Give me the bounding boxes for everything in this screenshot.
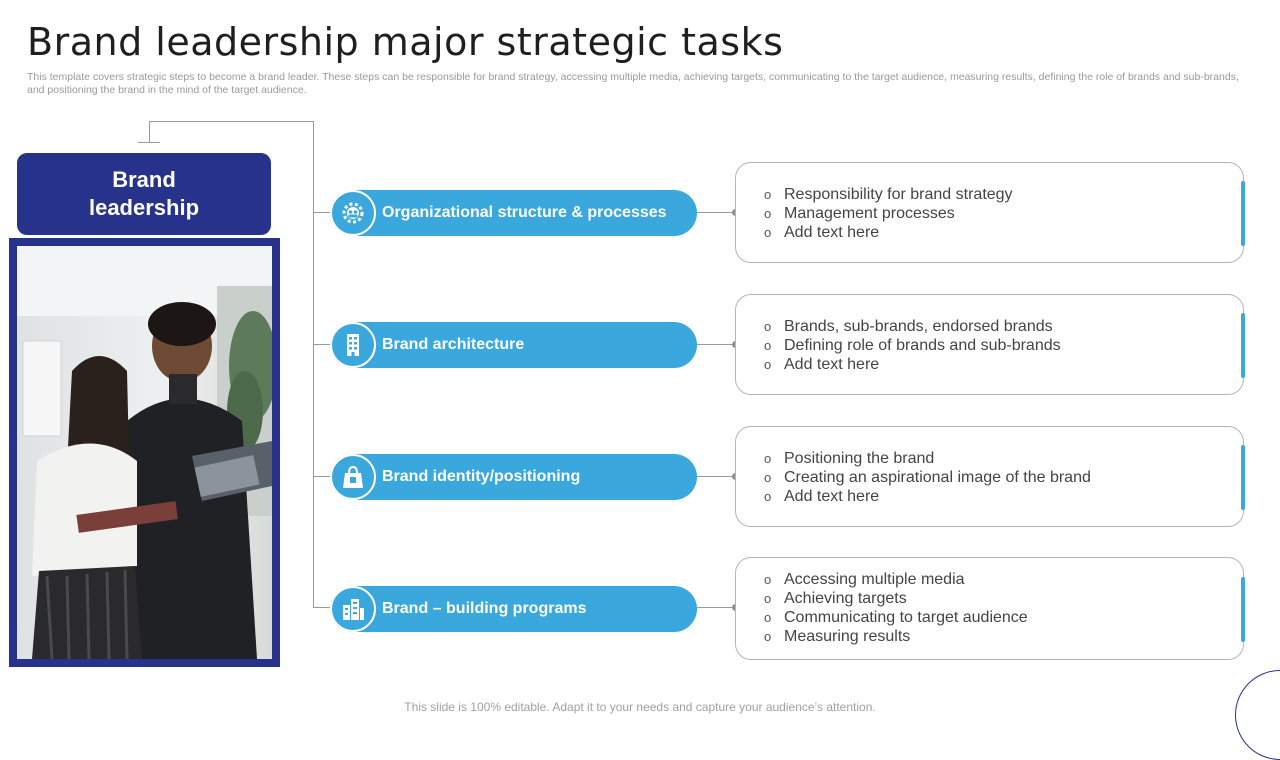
pill-card-link-2 [697,344,737,345]
connector-top-horizontal [149,121,313,122]
connector-top-tick [138,142,160,143]
task-label: Brand architecture [382,336,525,353]
gear-people-icon [330,190,376,236]
connector-branch-4 [313,607,333,608]
page-title: Brand leadership major strategic tasks [27,20,784,64]
card-accent-bar [1241,181,1245,246]
page-subtitle: This template covers strategic steps to … [27,71,1239,96]
brand-leadership-box: Brand leadership [17,153,271,235]
task-pill-organizational: Organizational structure & processes [330,190,697,236]
pill-card-link-3 [697,476,737,477]
building-icon [330,322,376,368]
city-buildings-icon [330,586,376,632]
task-pill-programs: Brand – building programs [330,586,697,632]
pill-card-link-4 [697,607,737,608]
footer-note: This slide is 100% editable. Adapt it to… [404,700,876,714]
task-pill-architecture: Brand architecture [330,322,697,368]
task-label: Brand identity/positioning [382,468,581,485]
brand-leadership-line1: Brand [112,167,176,192]
card-accent-bar [1241,445,1245,510]
photo-frame [9,238,280,667]
connector-top-stub [149,121,150,142]
card-accent-bar [1241,313,1245,378]
office-people-photo [17,246,272,659]
shopping-bag-icon [330,454,376,500]
connector-branch-3 [313,476,333,477]
connector-spine [313,121,314,608]
brand-leadership-line2: leadership [88,195,200,220]
connector-branch-2 [313,344,333,345]
task-pill-identity: Brand identity/positioning [330,454,697,500]
card-accent-bar [1241,577,1245,642]
task-label: Brand – building programs [382,600,587,617]
task-label: Organizational structure & processes [382,204,667,221]
connector-branch-1 [313,212,333,213]
pill-card-link-1 [697,212,737,213]
corner-decoration [1235,670,1280,760]
